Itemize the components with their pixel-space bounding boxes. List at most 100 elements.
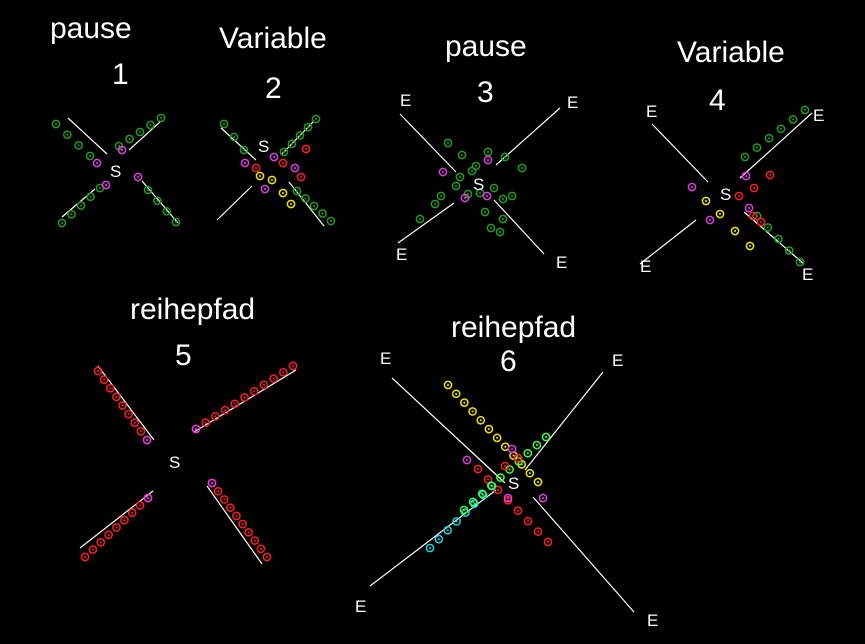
path-line bbox=[397, 202, 455, 244]
flower-dot-icon bbox=[765, 170, 775, 180]
flower-dot-icon bbox=[259, 380, 269, 390]
flower-dot-icon bbox=[745, 241, 755, 251]
flower-dot-icon bbox=[468, 407, 477, 416]
flower-dot-icon bbox=[473, 464, 483, 474]
flower-dot-icon bbox=[460, 398, 469, 407]
flower-dot-icon bbox=[749, 183, 759, 193]
flower-dot-icon bbox=[286, 199, 296, 209]
flower-dot-icon bbox=[486, 223, 496, 233]
flower-dot-icon bbox=[687, 182, 697, 192]
flower-dot-icon bbox=[800, 105, 810, 115]
flower-dot-icon bbox=[76, 201, 86, 210]
path-line bbox=[216, 185, 253, 221]
flower-dot-icon bbox=[260, 184, 270, 194]
flower-dot-icon bbox=[250, 536, 260, 545]
flower-dot-icon bbox=[296, 172, 306, 182]
flower-dot-icon bbox=[430, 199, 440, 209]
flower-dot-icon bbox=[244, 527, 254, 537]
flower-dot-icon bbox=[311, 114, 321, 124]
panel-2-number: 2 bbox=[265, 72, 282, 105]
path-line bbox=[206, 485, 263, 565]
flower-dot-icon bbox=[443, 380, 453, 390]
flower-dot-icon bbox=[483, 147, 493, 157]
flower-dot-icon bbox=[541, 432, 551, 442]
flower-dot-icon bbox=[523, 516, 533, 526]
path-line bbox=[743, 211, 805, 265]
flower-dot-icon bbox=[543, 537, 553, 547]
flower-dot-icon bbox=[219, 495, 229, 504]
flower-dot-icon bbox=[476, 415, 486, 425]
flower-dot-icon bbox=[455, 172, 465, 182]
flower-dot-icon bbox=[475, 188, 485, 198]
flower-dot-icon bbox=[105, 383, 115, 393]
flower-dot-icon bbox=[251, 163, 261, 173]
panel-6-number: 6 bbox=[500, 345, 517, 378]
flower-dot-icon bbox=[287, 139, 297, 149]
end-label: E bbox=[567, 93, 579, 112]
end-label: E bbox=[400, 91, 412, 110]
end-label: E bbox=[556, 253, 568, 272]
flower-dot-icon bbox=[125, 134, 134, 144]
start-label: S bbox=[473, 175, 485, 194]
flower-dot-icon bbox=[776, 124, 786, 134]
flower-dot-icon bbox=[730, 226, 740, 236]
flower-dot-icon bbox=[124, 409, 133, 419]
flower-dot-icon bbox=[415, 214, 425, 224]
flower-dot-icon bbox=[532, 440, 542, 450]
flower-dot-icon bbox=[135, 501, 145, 510]
flower-dot-icon bbox=[249, 386, 259, 396]
flower-dot-icon bbox=[229, 132, 239, 142]
path-line bbox=[288, 181, 325, 227]
flower-dot-icon bbox=[701, 196, 711, 206]
start-label: S bbox=[169, 453, 181, 472]
flower-dot-icon bbox=[278, 188, 288, 198]
flower-dot-icon bbox=[240, 393, 249, 402]
panel-3-number: 3 bbox=[477, 76, 494, 109]
flower-dot-icon bbox=[127, 508, 137, 518]
start-label: S bbox=[110, 162, 122, 181]
start-label: S bbox=[508, 474, 520, 493]
flower-dot-icon bbox=[156, 113, 166, 123]
flower-dot-icon bbox=[171, 217, 181, 227]
flower-dot-icon bbox=[301, 194, 310, 203]
panel-6-title: reihepfad bbox=[451, 311, 577, 344]
flower-dot-icon bbox=[784, 246, 794, 255]
flower-dot-icon bbox=[207, 478, 217, 488]
path-line bbox=[532, 496, 635, 613]
flower-dot-icon bbox=[112, 523, 121, 532]
flower-dot-icon bbox=[303, 122, 313, 132]
flower-dot-icon bbox=[480, 207, 490, 217]
flower-dot-icon bbox=[496, 473, 505, 482]
flower-dot-icon bbox=[451, 389, 461, 399]
flower-dot-icon bbox=[74, 140, 84, 150]
flower-dot-icon bbox=[262, 552, 272, 562]
flower-dot-icon bbox=[734, 191, 744, 201]
flower-dot-icon bbox=[507, 444, 517, 454]
path-line bbox=[639, 219, 697, 265]
flower-dot-icon bbox=[533, 477, 543, 487]
flower-dot-icon bbox=[279, 147, 289, 157]
flower-dot-icon bbox=[135, 127, 145, 137]
flower-dot-icon bbox=[62, 130, 72, 140]
flower-dot-icon bbox=[462, 455, 472, 465]
flower-dot-icon bbox=[500, 152, 510, 162]
flower-dot-icon bbox=[740, 152, 750, 162]
end-label: E bbox=[640, 257, 652, 276]
flower-dot-icon bbox=[301, 144, 311, 154]
flower-dot-icon bbox=[142, 435, 152, 445]
flower-dot-icon bbox=[88, 545, 98, 554]
end-label: E bbox=[380, 349, 392, 368]
path-line bbox=[495, 107, 561, 166]
flower-dot-icon bbox=[240, 158, 250, 168]
path-line bbox=[493, 199, 545, 255]
flower-dot-icon bbox=[763, 223, 773, 232]
path-line bbox=[67, 117, 108, 155]
path-line bbox=[524, 371, 604, 471]
flower-dot-icon bbox=[211, 412, 220, 421]
flower-dot-icon bbox=[120, 515, 129, 525]
flower-dot-icon bbox=[219, 119, 229, 129]
flower-dot-icon bbox=[483, 155, 493, 165]
panel-2-title: Variable bbox=[219, 22, 327, 55]
flower-dot-icon bbox=[457, 150, 467, 160]
end-label: E bbox=[813, 106, 825, 125]
